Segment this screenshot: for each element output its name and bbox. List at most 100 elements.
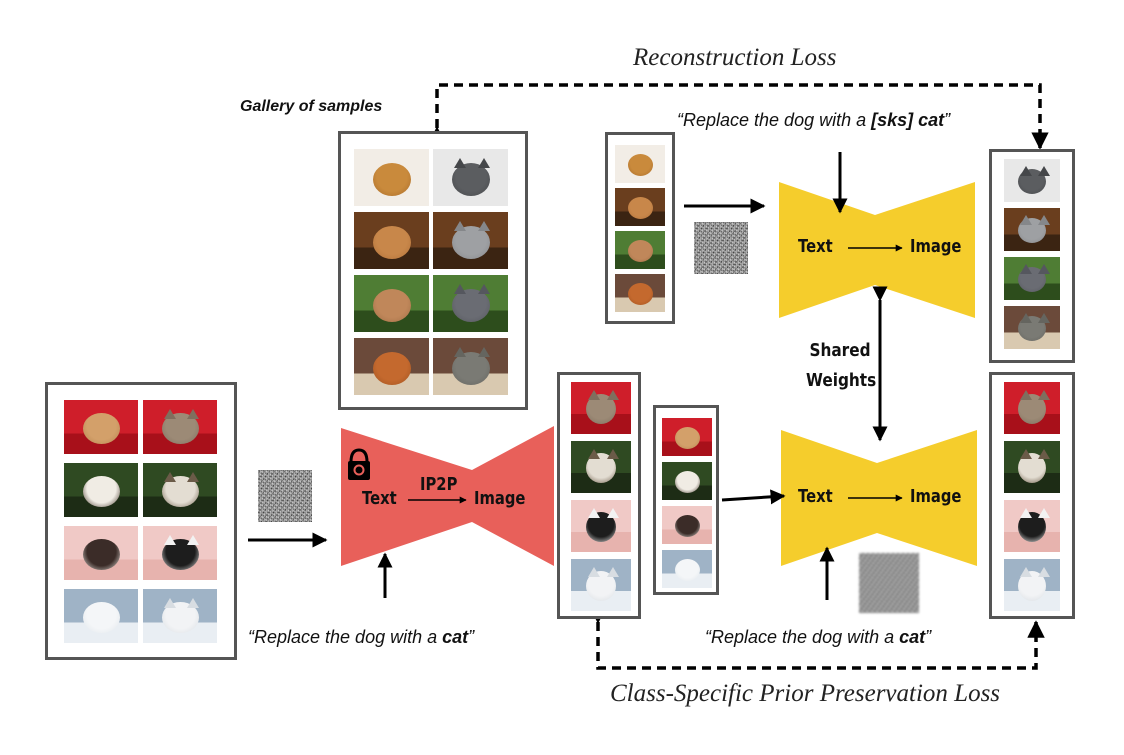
instance-photo-1: [615, 145, 665, 183]
gallery-photo-cat-3: [433, 275, 508, 332]
target-photo-1: [1004, 159, 1060, 202]
ear-shape: [607, 449, 619, 459]
animal-shape: [452, 352, 490, 385]
ear-shape: [454, 284, 466, 294]
ear-shape: [1020, 390, 1032, 400]
caption-bottom-left-suffix: ”: [468, 627, 475, 647]
class-cat-photo-1: [571, 382, 631, 434]
ear-shape: [1038, 449, 1050, 459]
input-photo-cat-2: [143, 463, 217, 517]
animal-shape: [628, 283, 653, 305]
ear-shape: [1038, 215, 1050, 225]
output-cat-photo-3: [1004, 500, 1060, 552]
class-to-bottom-model-arrow: [721, 489, 786, 505]
ear-shape: [1020, 264, 1032, 274]
caption-bottom-right-suffix: ”: [925, 627, 932, 647]
ear-shape: [187, 409, 199, 419]
animal-shape: [83, 413, 120, 444]
top-model-shape: [779, 182, 975, 318]
ear-shape: [1038, 508, 1050, 518]
ear-shape: [1038, 567, 1050, 577]
target-photo-4: [1004, 306, 1060, 349]
output-cat-photo-1: [1004, 382, 1060, 434]
target-photo-3: [1004, 257, 1060, 300]
caption-top-prefix: “Replace the dog with a: [677, 110, 872, 130]
instance-photo-2: [615, 188, 665, 226]
class-cat-photo-4: [571, 559, 631, 611]
class-cat-photo-2: [571, 441, 631, 493]
gallery-photo-cat-4: [433, 338, 508, 395]
ip2p-text-label: Text: [362, 488, 397, 509]
animal-shape: [373, 289, 411, 322]
ear-shape: [607, 508, 619, 518]
noise-image-top: [694, 222, 748, 274]
prior-preservation-loss-title: Class-Specific Prior Preservation Loss: [610, 680, 1001, 707]
gallery-photo-dog-4: [354, 338, 429, 395]
input-photo-cat-4: [143, 589, 217, 643]
caption-bottom-right-keyword: cat: [899, 627, 926, 647]
animal-shape: [628, 197, 653, 219]
prior-preservation-loss-loop: [589, 606, 1045, 670]
ear-shape: [187, 598, 199, 608]
ip2p-image-label: Image: [474, 488, 526, 509]
caption-bottom-left-keyword: cat: [442, 627, 469, 647]
input-photo-dog-4: [64, 589, 138, 643]
animal-shape: [83, 602, 120, 633]
gallery-title: Gallery of samples: [240, 98, 383, 115]
animal-shape: [628, 240, 653, 262]
shared-weights-label: Shared Weights: [806, 336, 876, 396]
animal-shape: [373, 163, 411, 196]
ear-shape: [478, 347, 490, 357]
top-model-text-label: Text: [798, 236, 833, 257]
bottom-model-text-label: Text: [798, 486, 833, 507]
input-photo-dog-2: [64, 463, 138, 517]
caption-bottom-left: “Replace the dog with a cat”: [248, 627, 474, 648]
ear-shape: [1020, 313, 1032, 323]
target-photo-2: [1004, 208, 1060, 251]
animal-shape: [675, 515, 700, 537]
caption-bottom-left-prefix: “Replace the dog with a: [248, 627, 443, 647]
animal-shape: [675, 471, 700, 493]
caption-top-suffix: ”: [944, 110, 951, 130]
ear-shape: [454, 347, 466, 357]
class-dog-photo-4: [662, 550, 712, 588]
input-photo-dog-3: [64, 526, 138, 580]
ear-shape: [1020, 449, 1032, 459]
ear-shape: [164, 409, 176, 419]
ear-shape: [1038, 313, 1050, 323]
caption-bottom-right: “Replace the dog with a cat”: [705, 627, 931, 648]
animal-shape: [373, 352, 411, 385]
ear-shape: [164, 535, 176, 545]
instance-photo-4: [615, 274, 665, 312]
class-cat-photo-3: [571, 500, 631, 552]
gallery-photo-cat-1: [433, 149, 508, 206]
ear-shape: [164, 598, 176, 608]
ear-shape: [478, 284, 490, 294]
input-photo-dog-1: [64, 400, 138, 454]
bottom-model-image-label: Image: [910, 486, 962, 507]
ear-shape: [187, 472, 199, 482]
ear-shape: [454, 221, 466, 231]
ear-shape: [588, 508, 600, 518]
ear-shape: [478, 158, 490, 168]
ear-shape: [478, 221, 490, 231]
ip2p-model-shape: [341, 426, 554, 566]
reconstruction-loss-loop: [428, 83, 1049, 150]
ear-shape: [588, 567, 600, 577]
ear-shape: [454, 158, 466, 168]
ear-shape: [1038, 264, 1050, 274]
ear-shape: [1020, 166, 1032, 176]
input-photo-cat-3: [143, 526, 217, 580]
animal-shape: [628, 154, 653, 176]
animal-shape: [452, 163, 490, 196]
caption-top-keyword: [sks] cat: [871, 110, 945, 130]
animal-shape: [452, 226, 490, 259]
caption-top: “Replace the dog with a [sks] cat”: [677, 110, 950, 131]
ear-shape: [607, 567, 619, 577]
ear-shape: [1020, 508, 1032, 518]
output-cat-photo-2: [1004, 441, 1060, 493]
animal-shape: [675, 559, 700, 581]
ear-shape: [187, 535, 199, 545]
class-dog-photo-3: [662, 506, 712, 544]
gallery-photo-dog-1: [354, 149, 429, 206]
